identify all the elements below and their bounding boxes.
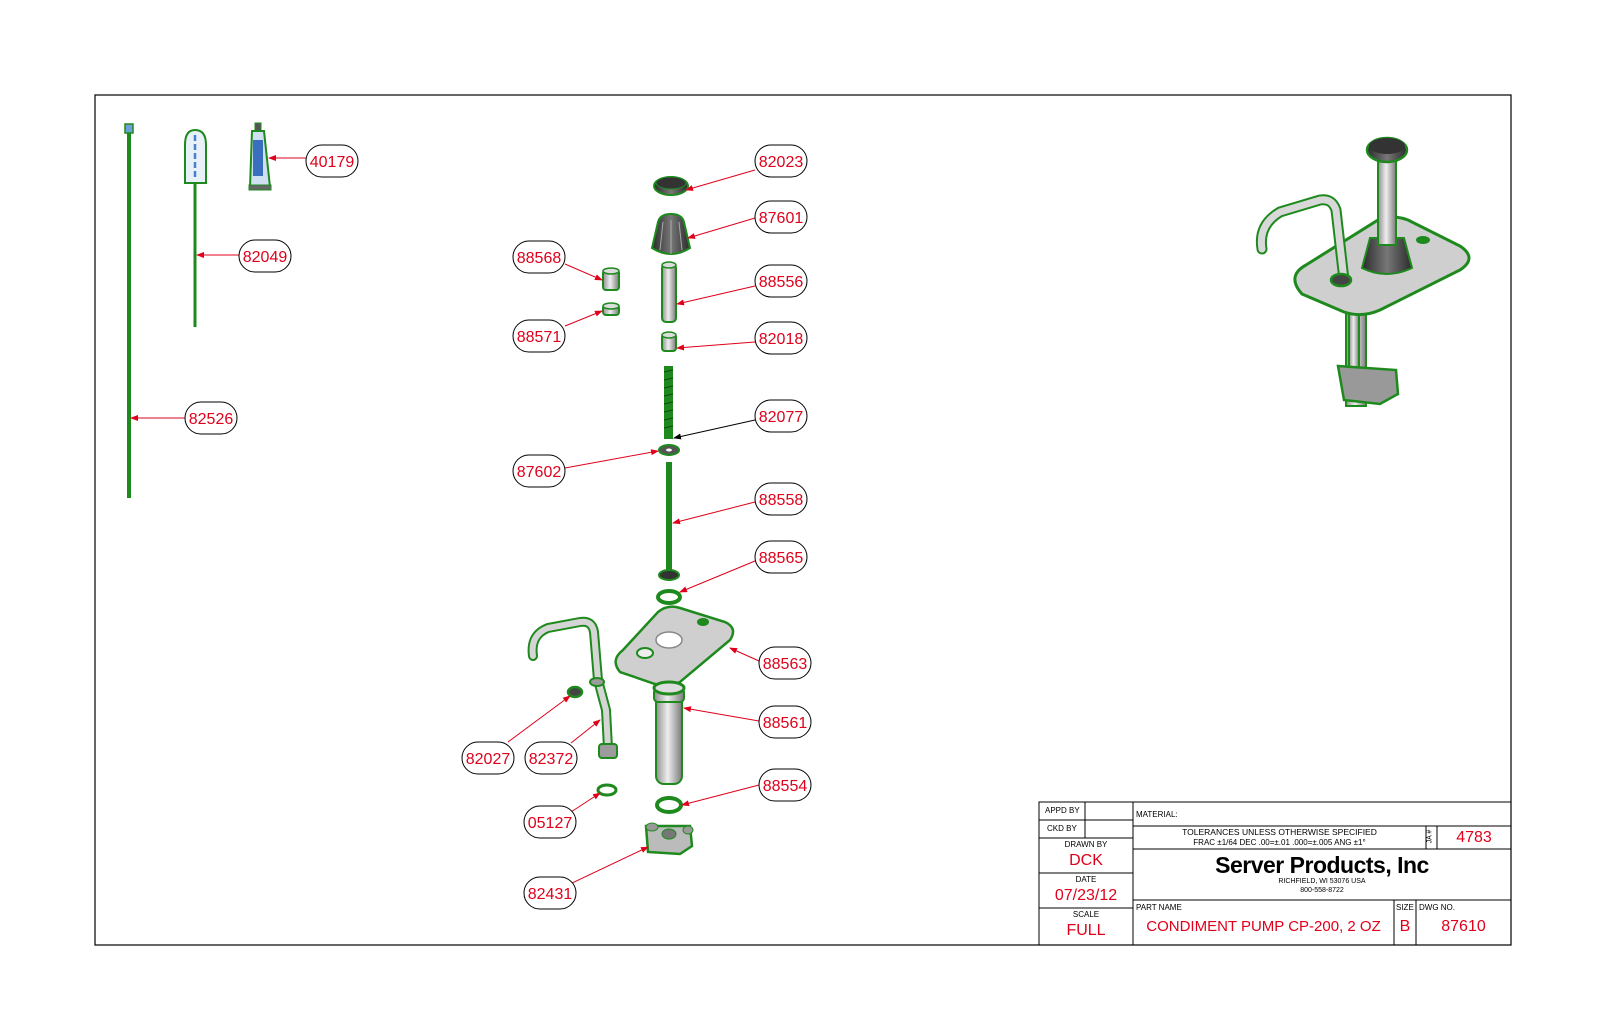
bushing-82018 bbox=[661, 331, 677, 352]
ja-number: 4783 bbox=[1456, 829, 1492, 846]
part-number: 82023 bbox=[759, 154, 804, 171]
part-number: 88561 bbox=[763, 715, 808, 732]
knob-cap-82023 bbox=[653, 176, 689, 196]
o-ring-88565 bbox=[656, 589, 682, 605]
pump-cylinder-88561 bbox=[652, 680, 686, 785]
part-number: 82027 bbox=[466, 751, 511, 768]
date-value: 07/23/12 bbox=[1054, 887, 1118, 904]
part-number: 82526 bbox=[189, 411, 234, 428]
part-number: 82049 bbox=[243, 249, 288, 266]
part-name-value: CONDIMENT PUMP CP-200, 2 OZ bbox=[1146, 918, 1381, 935]
bushing-88568 bbox=[602, 267, 620, 291]
part-number: 88554 bbox=[763, 778, 808, 795]
washer-88571 bbox=[602, 302, 620, 316]
callout-05127: 05127 bbox=[523, 805, 577, 839]
callout-88558: 88558 bbox=[754, 482, 808, 516]
date-label: DATE bbox=[1075, 875, 1097, 884]
brush-82049 bbox=[184, 128, 207, 327]
size-label: SIZE bbox=[1396, 903, 1414, 912]
callout-88571: 88571 bbox=[512, 319, 566, 353]
leader-lines bbox=[130, 155, 760, 894]
piston-rod-88558 bbox=[658, 462, 680, 581]
callout-82018: 82018 bbox=[754, 321, 808, 355]
part-number: 82372 bbox=[529, 751, 574, 768]
assembled-pump-view bbox=[1255, 136, 1471, 407]
callout-88561: 88561 bbox=[758, 705, 812, 739]
callout-88556: 88556 bbox=[754, 264, 808, 298]
callout-88554: 88554 bbox=[758, 768, 812, 802]
scale-value: FULL bbox=[1066, 922, 1106, 939]
callout-88568: 88568 bbox=[512, 240, 566, 274]
spring-82077 bbox=[663, 366, 674, 439]
title-block-grid bbox=[1038, 801, 1512, 946]
part-number: 87602 bbox=[517, 464, 562, 481]
callout-82077: 82077 bbox=[754, 399, 808, 433]
callout-88563: 88563 bbox=[758, 646, 812, 680]
callout-82049: 82049 bbox=[238, 239, 292, 273]
washer-87602 bbox=[658, 444, 680, 456]
scale-label: SCALE bbox=[1072, 910, 1100, 919]
tube-88556 bbox=[661, 261, 677, 323]
part-name-label: PART NAME bbox=[1136, 903, 1182, 912]
appd-by-label: APPD BY bbox=[1045, 806, 1080, 815]
cover-plate-88563 bbox=[614, 605, 735, 687]
callout-82526: 82526 bbox=[184, 401, 238, 435]
ckd-by-label: CKD BY bbox=[1047, 824, 1077, 833]
part-number: 88568 bbox=[517, 250, 562, 267]
part-number: 88565 bbox=[759, 550, 804, 567]
ja-label: JA # bbox=[1426, 829, 1434, 844]
o-ring-88554 bbox=[655, 796, 683, 814]
callout-87601: 87601 bbox=[754, 200, 808, 234]
lubricant-tube-40179 bbox=[248, 122, 272, 191]
company-phone: 800-558-8722 bbox=[1300, 887, 1344, 894]
part-number: 87601 bbox=[759, 210, 804, 227]
callout-87602: 87602 bbox=[512, 454, 566, 488]
part-number: 88563 bbox=[763, 656, 808, 673]
long-brush-82526 bbox=[124, 123, 134, 498]
drawn-by-label: DRAWN BY bbox=[1064, 840, 1108, 849]
dwg-no-value: 87610 bbox=[1441, 918, 1486, 935]
seal-82027 bbox=[566, 685, 584, 699]
material-label: MATERIAL: bbox=[1136, 810, 1178, 819]
callout-82431: 82431 bbox=[523, 876, 577, 910]
o-ring-05127 bbox=[596, 783, 618, 797]
valve-housing-82431 bbox=[644, 822, 694, 856]
callout-40179: 40179 bbox=[305, 144, 359, 178]
dwg-no-label: DWG NO. bbox=[1419, 903, 1455, 912]
part-number: 82431 bbox=[528, 886, 573, 903]
part-number: 05127 bbox=[528, 815, 573, 832]
callout-82023: 82023 bbox=[754, 144, 808, 178]
spout-82372 bbox=[527, 616, 618, 759]
callout-88565: 88565 bbox=[754, 540, 808, 574]
tolerances-line-1: TOLERANCES UNLESS OTHERWISE SPECIFIED bbox=[1182, 827, 1377, 837]
part-number: 82077 bbox=[759, 409, 804, 426]
part-number: 82018 bbox=[759, 331, 804, 348]
size-value: B bbox=[1399, 918, 1411, 935]
part-number: 88558 bbox=[759, 492, 804, 509]
tolerances-line-2: FRAC ±1/64 DEC .00=±.01 .000=±.005 ANG ±… bbox=[1193, 838, 1366, 847]
callout-82372: 82372 bbox=[524, 741, 578, 775]
part-number: 88571 bbox=[517, 329, 562, 346]
company-address: RICHFIELD, WI 53076 USA bbox=[1278, 878, 1366, 885]
drawing-border bbox=[94, 94, 1512, 946]
drawn-by-value: DCK bbox=[1069, 852, 1103, 869]
knob-87601 bbox=[650, 212, 692, 255]
part-number: 40179 bbox=[310, 154, 355, 171]
company-name: Server Products, Inc bbox=[1215, 852, 1429, 878]
callout-82027: 82027 bbox=[461, 741, 515, 775]
part-number: 88556 bbox=[759, 274, 804, 291]
